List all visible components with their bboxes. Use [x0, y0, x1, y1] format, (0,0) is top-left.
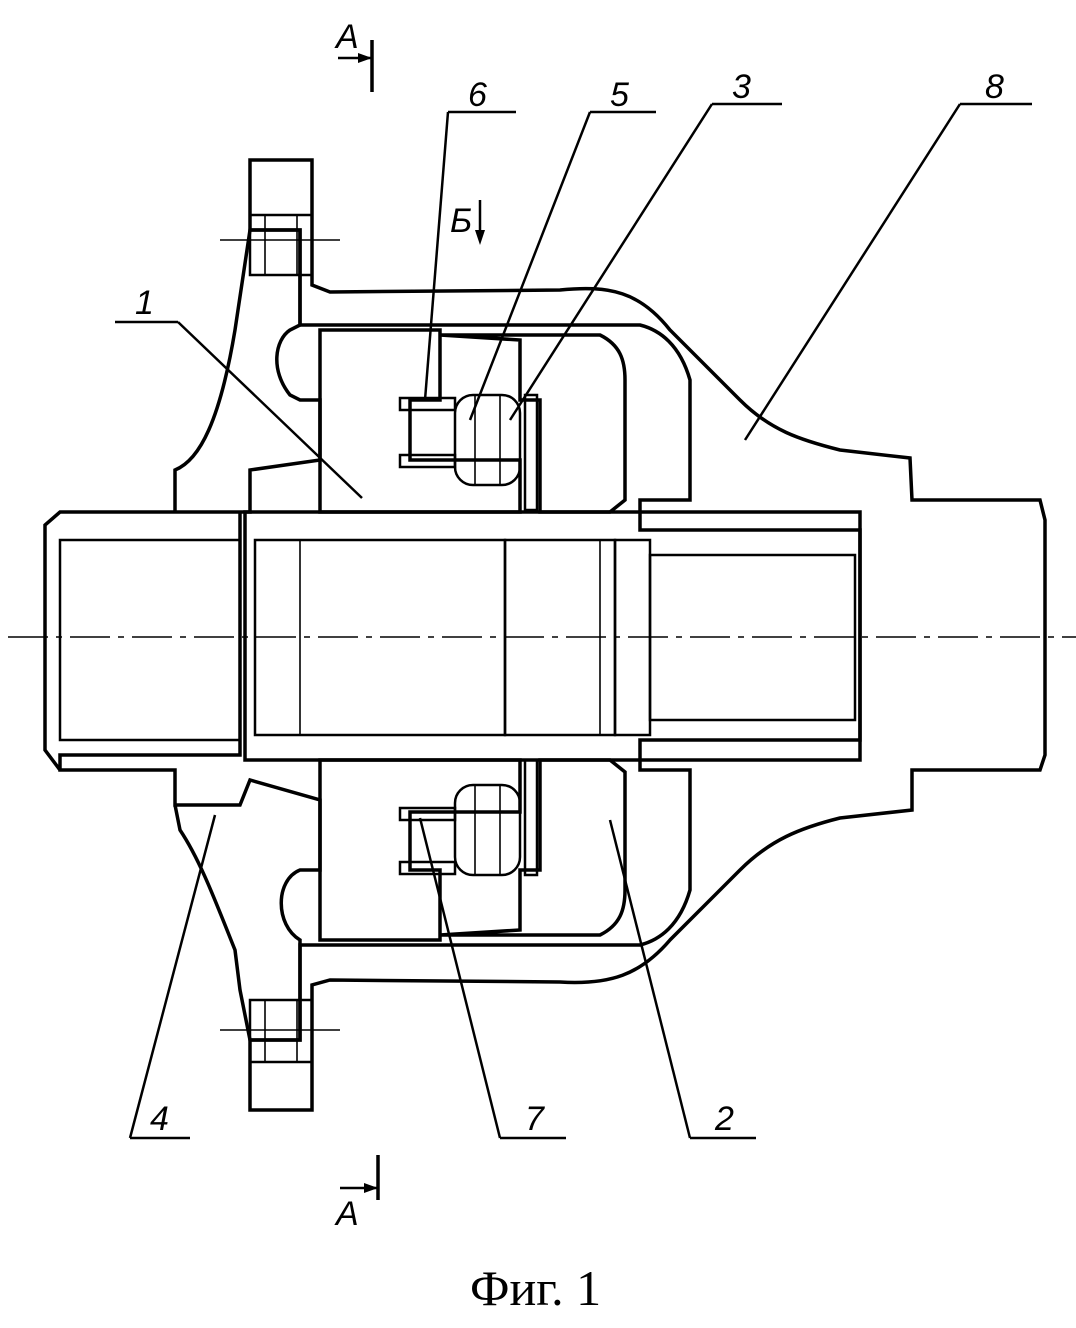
svg-text:7: 7	[525, 1100, 545, 1138]
svg-text:1: 1	[135, 284, 154, 322]
housing-8	[248, 158, 1047, 1112]
spring-upper	[398, 396, 457, 469]
shaft	[243, 510, 862, 762]
callout-5: 5	[468, 76, 656, 421]
callout-8: 8	[743, 68, 1032, 441]
section-mark-a-bottom: А	[334, 1155, 380, 1233]
section-mark-a-top: А	[334, 18, 374, 92]
svg-text:А: А	[334, 1195, 359, 1233]
svg-text:А: А	[334, 18, 359, 56]
callout-6: 6	[423, 76, 516, 401]
svg-text:8: 8	[985, 68, 1004, 106]
svg-text:5: 5	[610, 76, 629, 114]
spring-lower	[398, 806, 457, 876]
callout-2: 2	[608, 819, 756, 1140]
svg-text:4: 4	[150, 1100, 169, 1138]
washer-3	[523, 393, 539, 877]
roller-upper	[453, 393, 522, 487]
svg-text:3: 3	[732, 68, 751, 106]
flange-bolt-bottom	[220, 998, 340, 1064]
callout-1: 1	[115, 284, 363, 499]
flange-bolt-top	[220, 213, 340, 277]
svg-text:6: 6	[468, 76, 487, 114]
gear-2	[439, 333, 627, 937]
callout-3: 3	[508, 68, 782, 421]
svg-text:2: 2	[714, 1100, 734, 1138]
callout-4: 4	[128, 814, 217, 1140]
sleeve-1	[318, 328, 522, 942]
figure-caption: Фиг. 1	[470, 1260, 601, 1316]
roller-lower	[453, 783, 522, 877]
hub-4	[43, 228, 322, 1042]
section-mark-b-top: Б	[450, 200, 485, 245]
svg-text:Б: Б	[450, 202, 472, 240]
callout-7: 7	[418, 817, 566, 1140]
